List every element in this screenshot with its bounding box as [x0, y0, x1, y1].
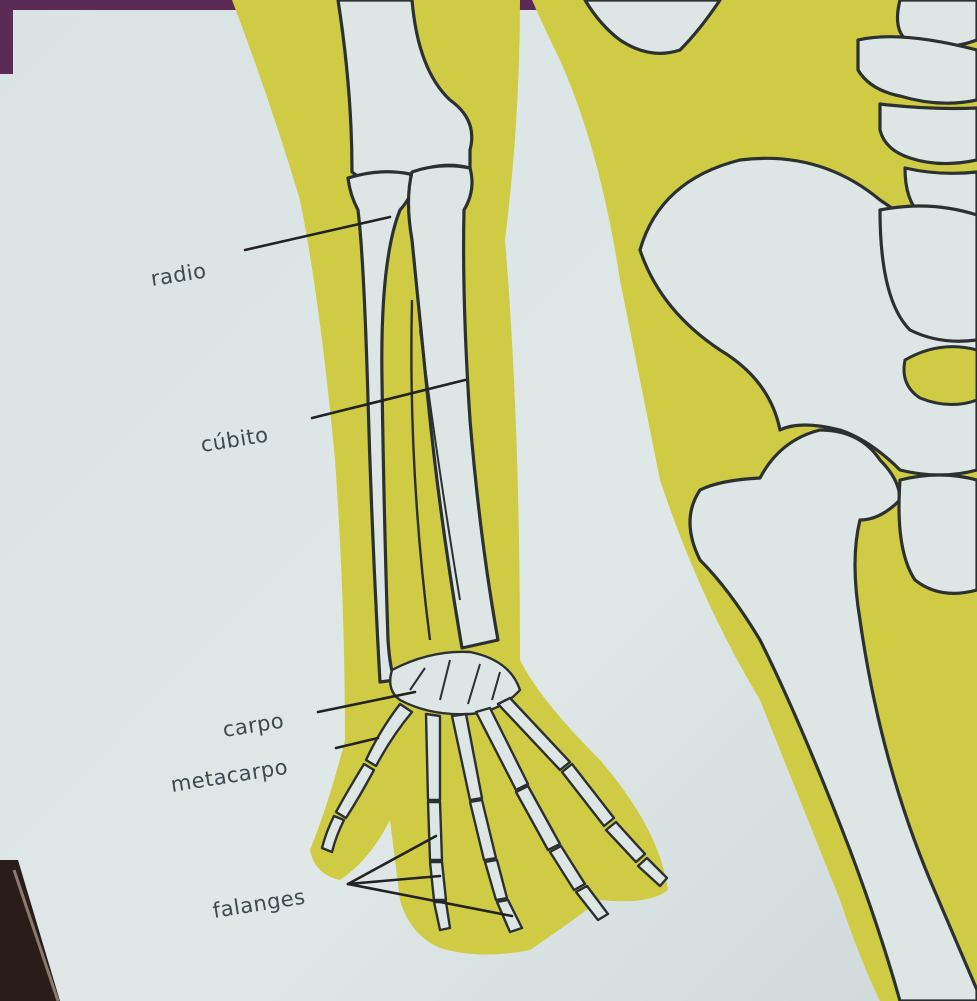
ischium-bone	[899, 475, 977, 593]
pelvis-opening	[904, 347, 977, 405]
title-banner-left	[0, 0, 13, 74]
